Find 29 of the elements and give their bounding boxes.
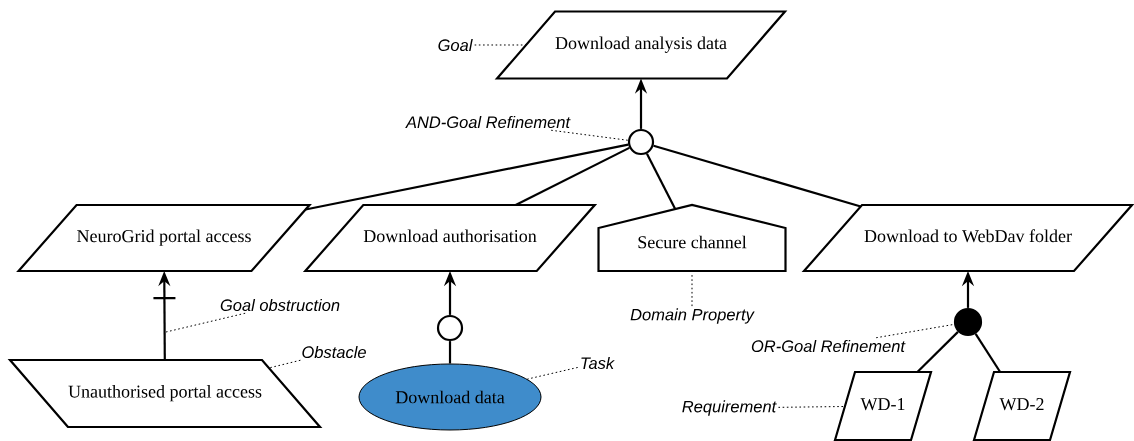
refinement-circle bbox=[436, 314, 464, 342]
refinement-circle bbox=[627, 128, 655, 156]
requirement-parallelogram: WD-1 bbox=[833, 370, 933, 441]
annotation-label: Goal bbox=[438, 38, 473, 52]
connector-line bbox=[645, 153, 677, 210]
annotation-label: Requirement bbox=[682, 400, 777, 416]
connector-line bbox=[653, 144, 861, 208]
domain-property-pentagon: Secure channel bbox=[597, 203, 787, 273]
connector-line bbox=[974, 333, 1002, 373]
leader-line bbox=[875, 323, 955, 339]
annotation-label: Goal obstruction bbox=[220, 298, 340, 312]
annotation-label: OR-Goal Refinement bbox=[751, 339, 906, 353]
leader-line bbox=[691, 274, 693, 307]
annotation-label: Task bbox=[581, 356, 615, 370]
leader-line bbox=[268, 359, 301, 369]
leader-line bbox=[526, 366, 579, 380]
leader-line bbox=[165, 312, 246, 333]
annotation-label: AND-Goal Refinement bbox=[405, 115, 571, 129]
annotation-label: Obstacle bbox=[302, 345, 366, 359]
requirement-parallelogram: WD-2 bbox=[972, 370, 1072, 441]
connector-line bbox=[305, 143, 629, 211]
leader-line bbox=[474, 44, 527, 46]
annotation-label: Domain Property bbox=[630, 308, 755, 324]
connector-line bbox=[448, 341, 452, 364]
connector-line bbox=[916, 331, 959, 373]
leader-line bbox=[550, 129, 629, 141]
refinement-dot bbox=[953, 307, 983, 337]
leader-line bbox=[777, 406, 846, 408]
connector-line bbox=[515, 146, 630, 206]
